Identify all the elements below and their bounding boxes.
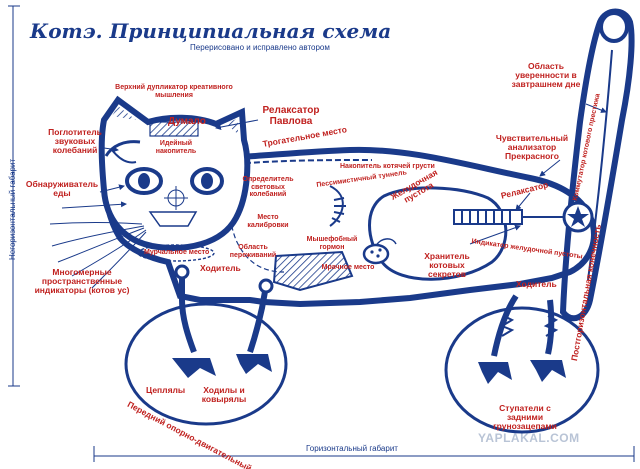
whiskers <box>49 222 147 289</box>
label-rear-stompers: Ступатели с задними грунозацепами <box>493 403 557 432</box>
pointer-lines <box>61 103 607 245</box>
dumalo-block <box>149 121 199 137</box>
crosshair <box>164 186 188 210</box>
label-multidimensional-indicators: Многомерные пространственные индикаторы … <box>34 267 130 296</box>
label-beauty-analyzer: Чувствительный анализатор Прекрасного <box>495 133 569 162</box>
label-grabbers: Цеплялы <box>146 385 186 395</box>
front-legs <box>179 272 269 354</box>
dark-place <box>272 250 354 292</box>
vertical-dimension-label: Негоризонтальный габарит <box>8 158 17 260</box>
horizontal-dimension-line <box>93 446 635 462</box>
front-left-paw <box>172 358 216 378</box>
tail-tip <box>599 11 629 43</box>
label-light-detector: Определитель световых колебаний <box>242 176 294 199</box>
watermark: YAPLAKAL.COM <box>478 431 580 445</box>
rear-support-ellipse <box>444 306 600 434</box>
label-walker-front: Ходитель <box>200 263 241 273</box>
cat-head <box>98 95 251 251</box>
label-purr-place: Мурчальное место <box>144 249 210 256</box>
label-walker-rear: Ходитель <box>516 279 557 289</box>
front-right-paw <box>236 354 272 374</box>
label-calibration-place: Место калибровки <box>247 214 289 229</box>
horizontal-dimension-label: Горизонтальный габарит <box>306 444 398 453</box>
label-dumalo: Думало <box>168 116 206 127</box>
vertical-dimension-line <box>8 5 20 387</box>
label-sadness-accumulator: Накопитель котячей грусти <box>340 163 435 170</box>
rear-left-paw <box>478 362 512 384</box>
spring-coil <box>329 185 346 227</box>
tail <box>559 8 635 322</box>
label-confidence-area: Область уверенности в завтрашнем дне <box>511 61 581 90</box>
label-mouse-hormone: Мышефобный гормон <box>306 236 358 251</box>
label-dark-place: Мрачное место <box>321 264 375 271</box>
relaxator-spring <box>453 209 566 225</box>
star-commutator <box>562 201 594 233</box>
purr-place <box>137 244 215 262</box>
diagram-title: Котэ. Принципиальная схема <box>30 19 392 43</box>
front-support-ellipse <box>124 302 288 426</box>
label-relaxator-pavlova: Релаксатор Павлова <box>262 105 320 127</box>
label-secrets-keeper: Хранитель котовых секретов <box>424 251 470 280</box>
label-upper-duplicator: Верхний дупликатор креативного мышления <box>115 84 233 99</box>
label-idea-accumulator: Идейный накопитель <box>155 140 197 155</box>
label-experience-area: Область переживаний <box>229 244 277 259</box>
label-sound-absorber: Поглотитель звуковых колебаний <box>48 127 102 156</box>
mouse-hormone-gland <box>362 243 390 265</box>
label-food-detector: Обнаруживатель еды <box>25 179 99 199</box>
label-walkers-pickers: Ходилы и ковырялы <box>201 385 247 405</box>
diagram-subtitle: Перерисовано и исправлено автором <box>190 43 330 52</box>
rear-right-paw <box>530 360 566 382</box>
